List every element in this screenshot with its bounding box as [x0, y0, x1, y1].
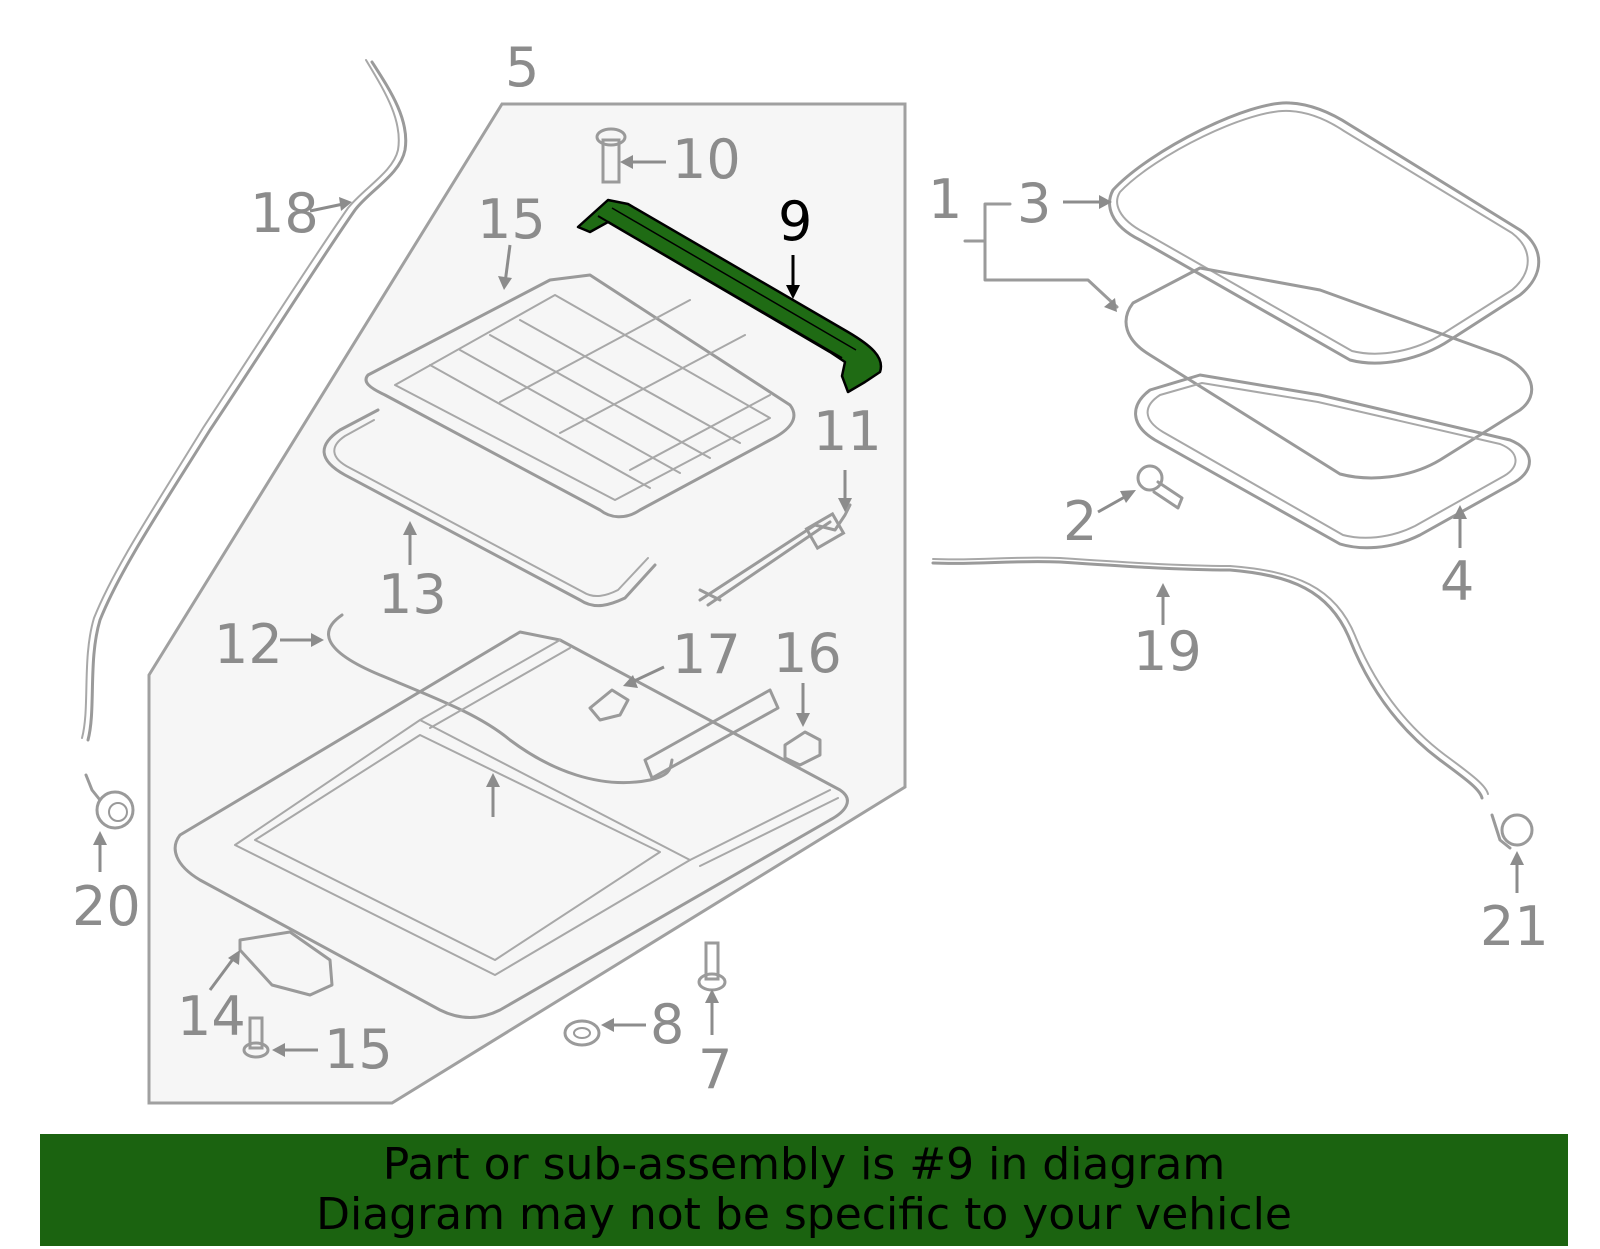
- callout-2: 2: [1063, 490, 1097, 553]
- callout-7: 7: [698, 1038, 732, 1101]
- callout-15-top: 15: [477, 188, 546, 251]
- callout-13: 13: [378, 563, 447, 626]
- banner-line-2: Diagram may not be specific to your vehi…: [316, 1189, 1292, 1240]
- callout-8: 8: [650, 993, 684, 1056]
- callout-1: 1: [928, 168, 962, 231]
- callout-17: 17: [672, 623, 741, 686]
- sunshade-15: [364, 273, 796, 519]
- callout-15-bottom: 15: [324, 1018, 393, 1081]
- callout-20: 20: [72, 875, 141, 938]
- callout-11: 11: [813, 400, 882, 463]
- callout-3: 3: [1017, 172, 1051, 235]
- seal-4: [1134, 373, 1531, 550]
- bracket-14: [238, 930, 334, 997]
- callout-arrows: [93, 155, 1524, 1057]
- clip-17: [588, 688, 630, 722]
- callout-12: 12: [214, 613, 283, 676]
- bolt-10: [595, 127, 627, 184]
- grommet-20: [84, 773, 135, 830]
- bracket-1-line: [963, 202, 1119, 309]
- glass-panel-3: [1108, 101, 1541, 365]
- cable-12: [327, 613, 674, 785]
- screw-2: [1136, 464, 1184, 510]
- callout-4: 4: [1440, 550, 1474, 613]
- bolt-7: [697, 941, 727, 992]
- callout-5: 5: [505, 36, 539, 99]
- drain-hose-19: [931, 560, 1484, 800]
- nut-8: [563, 1019, 601, 1047]
- callout-18: 18: [250, 182, 319, 245]
- banner-line-1: Part or sub-assembly is #9 in diagram: [382, 1139, 1226, 1190]
- glass-panel-1-lower: [1124, 266, 1534, 480]
- assembly-5-panel: [147, 102, 907, 1105]
- callout-19: 19: [1133, 620, 1202, 683]
- info-banner: Part or sub-assembly is #9 in diagram Di…: [40, 1134, 1568, 1246]
- callout-9: 9: [778, 190, 812, 253]
- guide-rail-16: [643, 688, 822, 780]
- callout-16: 16: [773, 622, 842, 685]
- main-frame: [173, 630, 849, 1019]
- grommet-21: [1490, 813, 1534, 850]
- motor-11: [698, 503, 852, 607]
- part-9-highlighted: [576, 198, 883, 394]
- callout-14: 14: [177, 985, 246, 1048]
- drain-hose-18: [86, 60, 408, 742]
- frame-13: [322, 408, 657, 608]
- callout-10: 10: [672, 128, 741, 191]
- bolt-15-lower: [242, 1016, 270, 1059]
- callout-21: 21: [1480, 895, 1549, 958]
